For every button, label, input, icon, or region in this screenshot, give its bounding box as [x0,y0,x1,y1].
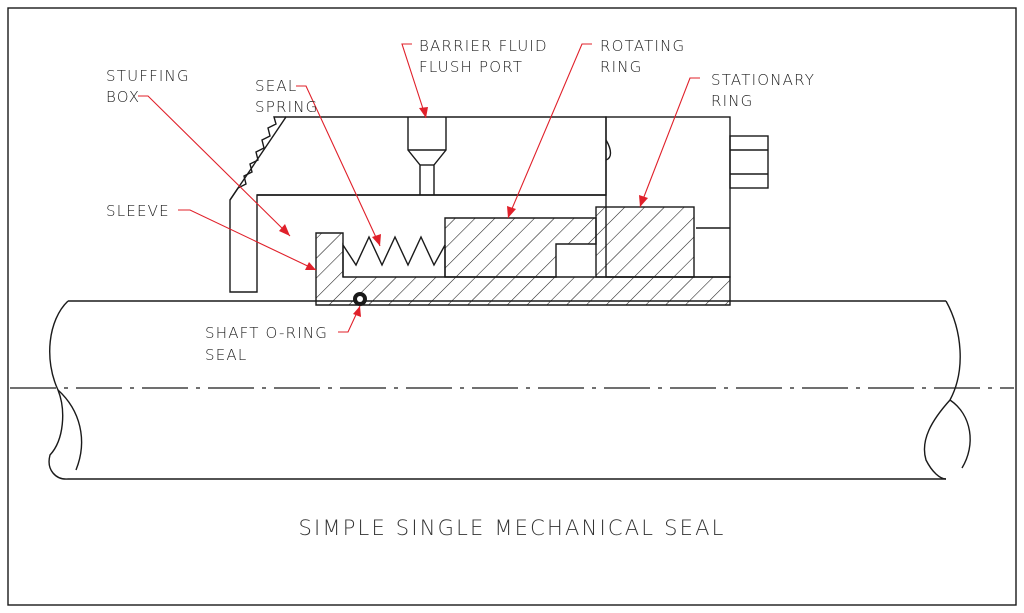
label-rotating-ring-line2: RING [600,58,643,76]
label-seal-spring-line2: SPRING [255,98,318,116]
stationary-ring [595,206,695,278]
rotating-ring [444,217,597,278]
label-barrier-fluid-line2: FLUSH PORT [419,58,523,76]
label-seal-spring-line1: SEAL [255,77,297,95]
label-shaft-o-ring-line1: SHAFT O-RING [205,324,328,342]
label-sleeve: SLEEVE [106,202,170,220]
gland-bolt [729,135,769,189]
sleeve [315,232,731,306]
flush-port [407,117,421,195]
seal-spring [342,235,446,277]
label-shaft-o-ring-line2: SEAL [205,346,247,364]
label-rotating-ring-line1: ROTATING [600,37,685,55]
shaft [10,300,1014,480]
label-stuffing-box-line1: STUFFING [106,67,190,85]
label-stationary-ring-line1: STATIONARY [711,71,815,89]
drawing-frame [7,7,1017,606]
label-barrier-fluid-line1: BARRIER FLUID [419,37,548,55]
label-stationary-ring-line2: RING [711,92,754,110]
leader-lines [138,43,700,333]
label-stuffing-box-line2: BOX [106,88,140,106]
diagram-title: SIMPLE SINGLE MECHANICAL SEAL [298,516,725,540]
